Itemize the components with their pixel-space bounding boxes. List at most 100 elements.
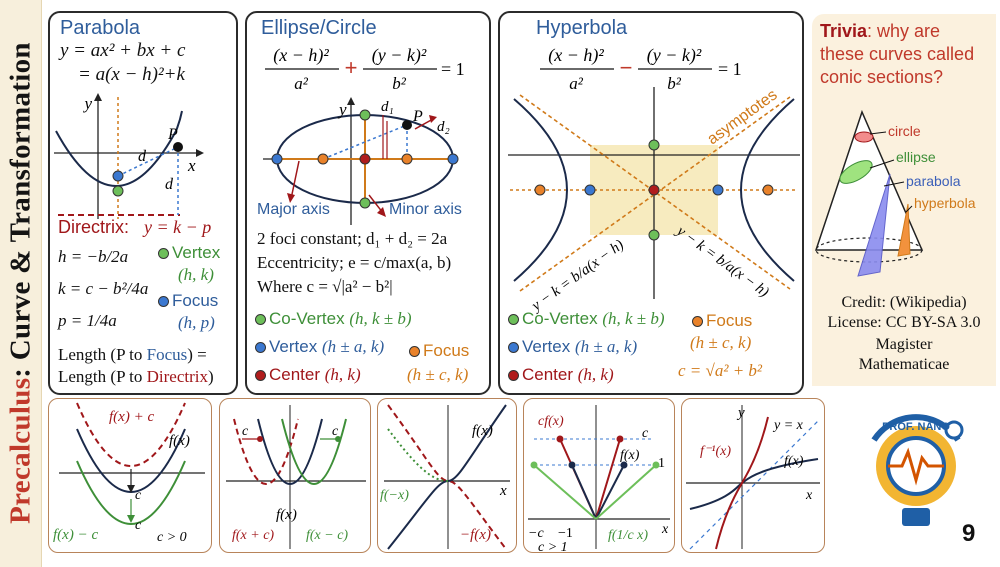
asymptote-eq-1: y − k = b/a(x − h) <box>527 237 627 315</box>
asymptote-eq-2: y − k = b/a(x − h) <box>672 222 772 300</box>
prof-nano-logo: PROF. NANO <box>871 414 964 526</box>
svg-text:−c: −c <box>528 526 544 541</box>
ellipse-graph: y d₁ P d₂ <box>263 97 459 225</box>
vertex-dot-icon <box>508 342 519 354</box>
major-axis-label: Major axis <box>257 201 330 218</box>
hyperbola-center-legend: Center (h, k) <box>508 365 614 385</box>
directrix-eq: y = k − p <box>144 217 212 237</box>
hyperbola-panel: Hyperbola (x − h)² a² − (y − k)² b² = 1 … <box>498 11 804 395</box>
hyperbola-c-eq: c = √a² + b² <box>678 361 763 380</box>
page-number: 9 <box>962 520 976 547</box>
parabola-p-label: P <box>167 126 178 143</box>
parabola-eq1: y = ax² + bx + c <box>60 40 186 61</box>
length-line2: Length (P to Directrix) <box>58 367 214 386</box>
svg-text:c: c <box>642 426 649 441</box>
hyperbola-equation: (x − h)² a² − (y − k)² b² = 1 <box>540 45 742 93</box>
asymptotes-label: asymptotes <box>704 86 780 148</box>
svg-text:f(x): f(x) <box>472 423 493 439</box>
svg-text:c: c <box>242 424 249 439</box>
minor-axis-label: Minor axis <box>389 201 462 218</box>
ellipse-equation: (x − h)² a² + (y − k)² b² = 1 <box>265 45 465 93</box>
directrix-label: Directrix: <box>58 217 129 237</box>
cone-hyperbola-label: hyperbola <box>914 195 976 211</box>
svg-text:P: P <box>412 108 423 125</box>
hyperbola-focus-coords: (h ± c, k) <box>690 333 752 352</box>
cone-ellipse-label: ellipse <box>896 149 936 165</box>
parabola-y-label: y <box>82 94 92 113</box>
foci-text: 2 foci constant; d₁ + d₂ = 2a <box>257 229 448 248</box>
svg-text:(x − h)²: (x − h)² <box>273 45 329 66</box>
ellipse-vertex-legend: Vertex (h ± a, k) <box>255 337 384 357</box>
credit-line4: Mathematicae <box>858 356 950 373</box>
covertex-dot-icon <box>255 314 266 326</box>
svg-text:f(x + c): f(x + c) <box>232 528 274 543</box>
focus-dot-icon <box>409 346 420 358</box>
svg-text:f(x): f(x) <box>169 433 190 449</box>
svg-text:1: 1 <box>658 456 665 471</box>
svg-text:f(x) − c: f(x) − c <box>53 527 98 543</box>
svg-text:y = x: y = x <box>772 418 804 433</box>
svg-text:f(x): f(x) <box>784 454 804 469</box>
hyperbola-graph: asymptotes y − k = b/a(x − h) y − k = b/… <box>508 86 800 315</box>
logo-text: PROF. NANO <box>882 421 950 433</box>
page-title: Precalculus: Curve & Transformation <box>4 42 37 524</box>
covertex-dot-icon <box>508 314 519 326</box>
cone-parabola-label: parabola <box>906 173 961 189</box>
length-line1: Length (P to Focus) = <box>58 345 207 364</box>
center-dot-icon <box>255 370 266 382</box>
focus-dot-icon <box>692 316 703 328</box>
hyperbola-focus-legend: Focus <box>692 311 752 331</box>
svg-text:a²: a² <box>569 74 584 93</box>
transform-inverse: y y = x f⁻¹(x) f(x) x <box>681 398 825 553</box>
parabola-d1-label: d <box>138 148 147 165</box>
ellipse-covertex-legend: Co-Vertex (h, k ± b) <box>255 309 412 329</box>
svg-text:−1: −1 <box>558 526 573 541</box>
ellipse-title: Ellipse/Circle <box>261 17 377 39</box>
ellipse-panel: Ellipse/Circle (x − h)² a² + (y − k)² b²… <box>245 11 491 395</box>
svg-text:= 1: = 1 <box>718 59 742 79</box>
parabola-h-eq: h = −b/2a <box>58 247 129 266</box>
svg-text:f(x): f(x) <box>276 507 297 523</box>
svg-text:x: x <box>499 483 507 499</box>
svg-text:c: c <box>332 424 339 439</box>
parabola-graph: y x P d d <box>54 93 204 219</box>
svg-text:d₁: d₁ <box>381 99 394 115</box>
svg-text:f(1/c x): f(1/c x) <box>608 528 648 543</box>
svg-text:f(x − c): f(x − c) <box>306 528 348 543</box>
credit-line2: License: CC BY-SA 3.0 <box>827 314 981 331</box>
parabola-eq2: = a(x − h)²+k <box>78 64 185 85</box>
vertex-dot-icon <box>255 342 266 354</box>
svg-text:c > 1: c > 1 <box>538 540 568 553</box>
parabola-panel: Parabola y = ax² + bx + c = a(x − h)²+k … <box>48 11 238 395</box>
where-c-text: Where c = √|a² − b²| <box>257 277 393 296</box>
cone-diagram: circle ellipse parabola hyperbola <box>814 109 976 277</box>
svg-text:y: y <box>337 100 347 119</box>
svg-text:f(−x): f(−x) <box>380 488 409 503</box>
ellipse-focus-legend: Focus <box>409 341 469 361</box>
svg-text:c: c <box>135 488 142 503</box>
parabola-d2-label: d <box>165 176 174 193</box>
svg-text:x: x <box>661 522 669 537</box>
hyperbola-vertex-legend: Vertex (h ± a, k) <box>508 337 637 357</box>
svg-text:a²: a² <box>294 74 309 93</box>
parabola-k-eq: k = c − b²/4a <box>58 279 149 298</box>
svg-text:b²: b² <box>667 74 682 93</box>
svg-text:c: c <box>135 518 142 533</box>
svg-text:cf(x): cf(x) <box>538 414 564 429</box>
svg-text:+: + <box>345 55 358 80</box>
transform-reflection: f(x) f(−x) −f(x) x <box>377 398 517 553</box>
credit-line3: Magister <box>875 336 933 353</box>
svg-text:−f(x): −f(x) <box>460 527 491 543</box>
svg-text:(y − k)²: (y − k)² <box>372 45 427 66</box>
vertex-coords: (h, k) <box>178 265 214 284</box>
vertex-legend: Vertex <box>158 243 220 263</box>
svg-text:(y − k)²: (y − k)² <box>647 45 702 66</box>
ellipse-focus-coords: (h ± c, k) <box>407 365 469 384</box>
svg-text:−: − <box>620 55 633 80</box>
svg-text:d₂: d₂ <box>437 119 450 135</box>
parabola-x-label: x <box>187 156 196 175</box>
eccentricity-text: Eccentricity; e = c/max(a, b) <box>257 253 452 272</box>
svg-text:x: x <box>805 488 813 503</box>
ellipse-center-legend: Center (h, k) <box>255 365 361 385</box>
